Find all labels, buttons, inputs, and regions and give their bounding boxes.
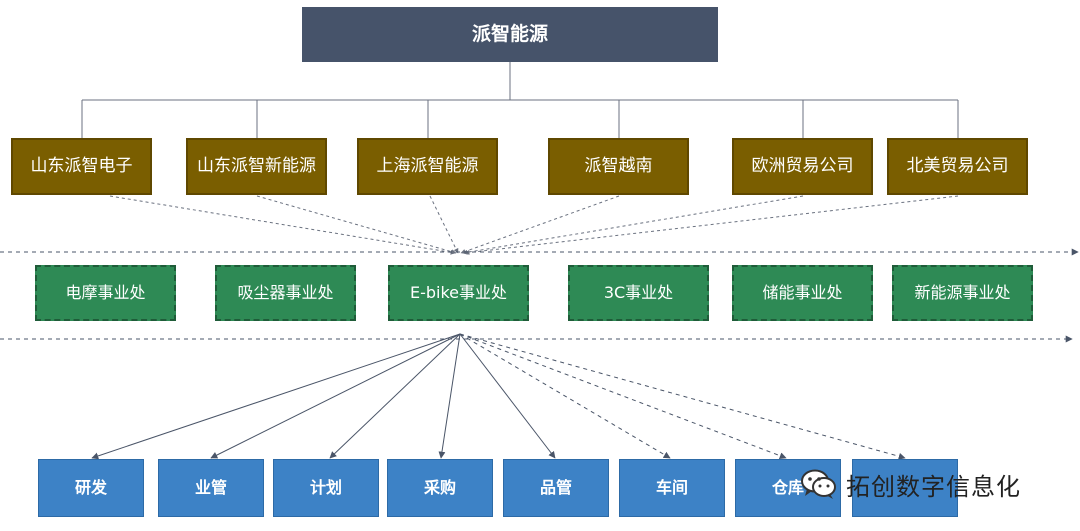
department-node: 车间: [619, 459, 725, 517]
department-node: 仓库: [735, 459, 841, 517]
company-node: 山东派智电子: [11, 138, 152, 195]
division-node: 新能源事业处: [892, 265, 1033, 321]
company-node: 欧洲贸易公司: [732, 138, 873, 195]
company-node: 上海派智能源: [357, 138, 498, 195]
department-node: 计划: [273, 459, 379, 517]
department-node: 采购: [387, 459, 493, 517]
wechat-icon: [801, 469, 836, 499]
department-arrows-solid: [91, 333, 556, 460]
separator-lines: [0, 248, 1079, 343]
department-node: [852, 459, 958, 517]
watermark: 拓创数字信息化: [800, 462, 1021, 506]
department-node: 业管: [158, 459, 264, 517]
division-node: 电摩事业处: [35, 265, 176, 321]
watermark-text: 拓创数字信息化: [846, 472, 1021, 501]
division-node: 3C事业处: [568, 265, 709, 321]
department-node: 品管: [503, 459, 609, 517]
department-arrows-dashed: [459, 333, 906, 460]
division-node: E-bike事业处: [388, 265, 529, 321]
company-node: 山东派智新能源: [186, 138, 327, 195]
company-node: 派智越南: [548, 138, 689, 195]
root-node: 派智能源: [302, 7, 718, 62]
division-node: 储能事业处: [732, 265, 873, 321]
company-node: 北美贸易公司: [887, 138, 1028, 195]
department-node: 研发: [38, 459, 144, 517]
company-converge-arrows: [109, 195, 959, 255]
org-tree-lines: [81, 62, 959, 138]
division-node: 吸尘器事业处: [215, 265, 356, 321]
